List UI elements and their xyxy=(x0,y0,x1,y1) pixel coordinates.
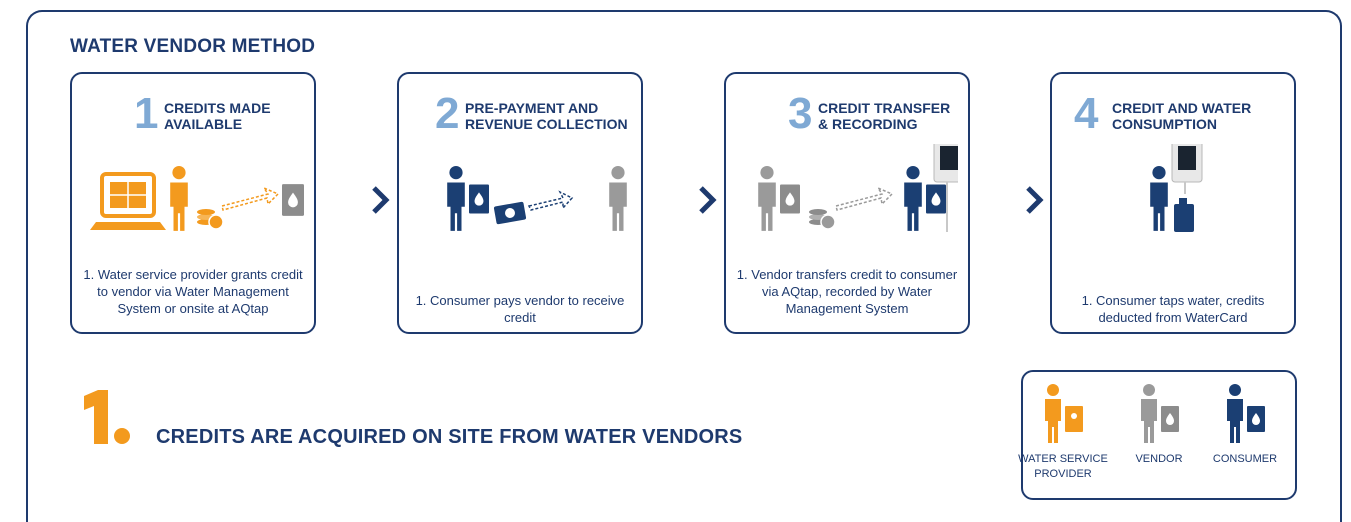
provider-icon xyxy=(1045,384,1083,443)
step-title: CREDITS MADE AVAILABLE xyxy=(164,100,271,132)
step-caption: 1. Consumer pays vendor to receive credi… xyxy=(415,293,625,325)
watercard-icon xyxy=(469,184,489,214)
consumer-icon xyxy=(1227,384,1265,443)
coins-icon xyxy=(197,209,224,230)
cash-icon xyxy=(493,201,527,225)
consumer-person-icon xyxy=(1150,166,1168,231)
water-container-icon xyxy=(1174,198,1194,232)
legend-item-vendor: VENDOR xyxy=(1109,380,1209,467)
step-card-3: 3 CREDIT TRANSFER & RECORDING 1. Vendor … xyxy=(724,72,970,334)
legend-label: CONSUMER xyxy=(1212,453,1278,465)
step-number: 1 xyxy=(134,89,159,138)
legend: WATER SERVICE PROVIDER VENDOR CONSUMER xyxy=(1018,370,1297,500)
step-caption: 1. Consumer taps water, credits deducted… xyxy=(1081,293,1265,325)
aqtap-device-icon xyxy=(933,144,958,232)
step-caption: 1. Water service provider grants credit … xyxy=(83,267,303,316)
step-3-illustration xyxy=(758,144,958,232)
summary-statement: CREDITS ARE ACQUIRED ON SITE FROM WATER … xyxy=(156,426,743,448)
step-number: 2 xyxy=(435,89,460,138)
vendor-icon xyxy=(1141,384,1179,443)
step-number: 3 xyxy=(788,89,813,138)
legend-label: WATER SERVICE PROVIDER xyxy=(1018,453,1108,480)
consumer-person-icon xyxy=(447,166,465,231)
vendor-card-icon xyxy=(780,184,800,214)
vendor-card-icon xyxy=(282,184,304,216)
chevron-right-icon xyxy=(372,186,390,214)
provider-person-icon xyxy=(170,166,188,231)
consumer-person-icon xyxy=(904,166,922,231)
vendor-person-icon xyxy=(758,166,776,231)
step-2-illustration xyxy=(447,166,627,231)
transfer-arrow xyxy=(835,186,894,211)
step-card-2: 2 PRE-PAYMENT AND REVENUE COLLECTION 1. … xyxy=(397,72,643,334)
legend-label: VENDOR xyxy=(1135,453,1183,465)
step-4-illustration xyxy=(1150,144,1203,232)
page-title: WATER VENDOR METHOD xyxy=(70,36,316,57)
step-title: PRE-PAYMENT AND REVENUE COLLECTION xyxy=(465,100,628,132)
aqtap-device-icon xyxy=(1171,144,1203,194)
big-number-one xyxy=(84,390,130,444)
step-card-4: 4 CREDIT AND WATER CONSUMPTION 1. Consum… xyxy=(1050,72,1296,334)
step-title: CREDIT AND WATER CONSUMPTION xyxy=(1112,100,1252,132)
diagram-frame xyxy=(26,10,1342,522)
step-1-illustration xyxy=(90,166,304,231)
chevron-right-icon xyxy=(1026,186,1044,214)
watercard-icon xyxy=(926,184,946,214)
transfer-arrow xyxy=(221,186,280,211)
vendor-person-icon xyxy=(609,166,627,231)
step-title: CREDIT TRANSFER & RECORDING xyxy=(818,100,951,132)
legend-item-provider: WATER SERVICE PROVIDER xyxy=(1013,380,1113,482)
coins-icon xyxy=(809,209,836,230)
step-number: 4 xyxy=(1074,89,1099,138)
legend-item-consumer: CONSUMER xyxy=(1195,380,1295,467)
computer-icon xyxy=(90,172,166,230)
transfer-arrow xyxy=(527,190,574,211)
chevron-right-icon xyxy=(699,186,717,214)
step-caption: 1. Vendor transfers credit to consumer v… xyxy=(736,267,958,316)
step-card-1: 1 CREDITS MADE AVAILABLE 1. Water servic… xyxy=(70,72,316,334)
